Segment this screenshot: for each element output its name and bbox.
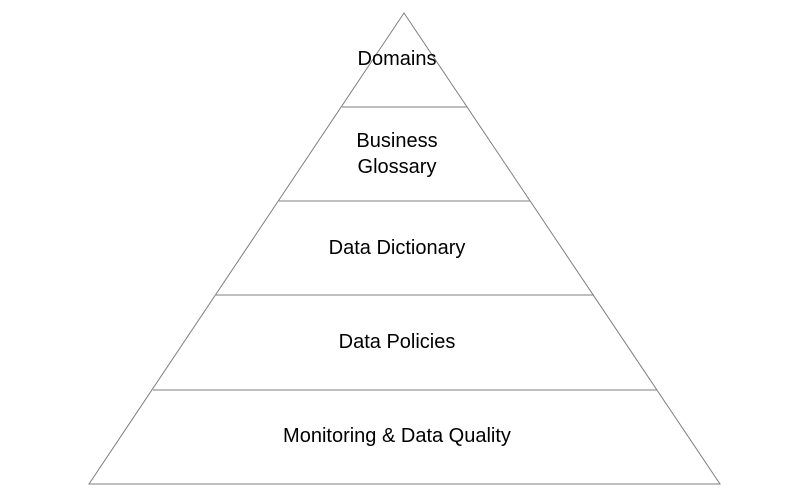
tier-label-data-policies: Data Policies: [0, 329, 794, 355]
tier-label-line: Business: [356, 130, 438, 152]
tier-label-line: Data Dictionary: [328, 237, 466, 259]
pyramid-outline: [88, 12, 721, 485]
tier-label-line: Domains: [357, 48, 437, 70]
tier-label-line: Data Policies: [338, 331, 456, 353]
tier-label-data-dictionary: Data Dictionary: [0, 235, 794, 261]
tier-label-monitoring-data-quality: Monitoring & Data Quality: [0, 423, 794, 449]
tier-label-domains: Domains: [0, 46, 794, 72]
tier-label-line: Monitoring & Data Quality: [283, 425, 511, 447]
tier-label-line: Glossary: [357, 156, 437, 178]
tier-label-business-glossary: Business Glossary: [0, 128, 794, 180]
